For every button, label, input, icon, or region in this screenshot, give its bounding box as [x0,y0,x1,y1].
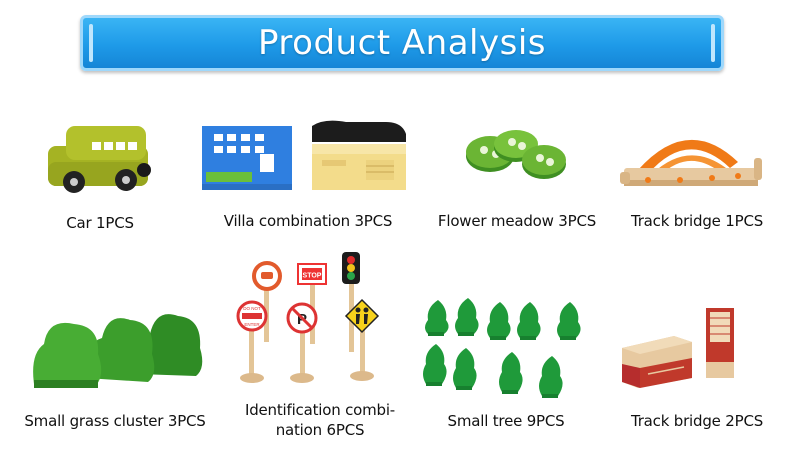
caption-identification-line2: nation 6PCS [275,421,365,439]
page-title: Product Analysis [258,23,546,63]
caption-villa-combination: Villa combination 3PCS [223,212,393,230]
product-grass-cluster [30,304,204,392]
caption-identification-signs: Identification combi- nation 6PCS [232,400,408,440]
product-villa-combination [196,114,416,194]
caption-flower-meadow: Flower meadow 3PCS [437,212,597,230]
caption-track-bridge-single: Track bridge 1PCS [630,212,764,230]
arched-track-bridge-icon [620,139,762,186]
caption-identification-line1: Identification combi- [244,401,396,419]
title-banner: Product Analysis [80,15,724,71]
product-small-trees [420,294,600,398]
bridge-pillars-icon [622,308,734,388]
villa-blocks-icon [202,120,406,190]
product-car [44,118,154,198]
product-flower-meadow [462,128,570,188]
stop-sign-text: STOP [303,273,322,280]
toy-car-icon [48,126,151,193]
small-trees-icon [423,298,581,398]
product-track-bridge-single [618,118,764,198]
caption-grass-cluster: Small grass cluster 3PCS [24,412,206,430]
no-entry-sign-bottom-text: ENTER [244,322,260,327]
product-identification-signs: STOP DO NOT ENTER P [232,250,392,388]
grass-cluster-icon [33,314,203,388]
caption-small-trees: Small tree 9PCS [447,412,565,430]
caption-car: Car 1PCS [66,214,134,232]
caption-track-bridge-pair: Track bridge 2PCS [630,412,764,430]
road-signs-icon: STOP DO NOT ENTER P [236,252,380,383]
no-entry-sign-top-text: DO NOT [243,306,261,311]
flower-meadow-icon [466,130,566,179]
product-track-bridge-pair [618,304,748,390]
